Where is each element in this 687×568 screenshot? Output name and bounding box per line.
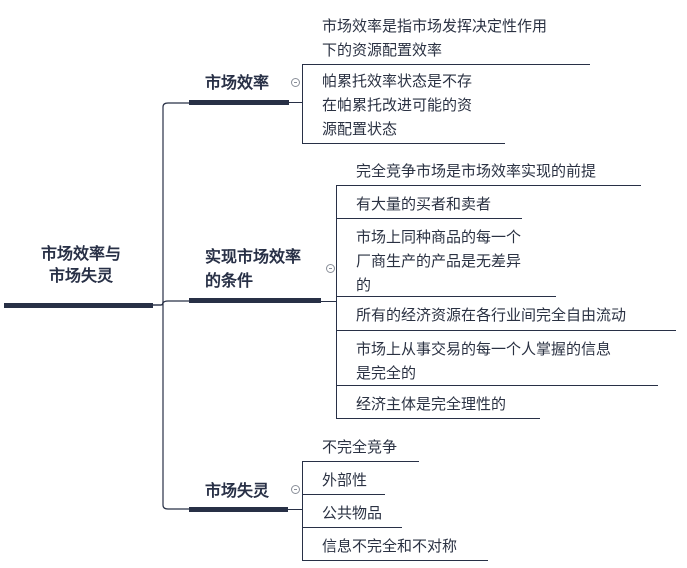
connector-root-to-branch-3 bbox=[162, 303, 190, 510]
branch-1-leaf-1[interactable]: 市场效率是指市场发挥决定性作用 下的资源配置效率 bbox=[322, 14, 547, 62]
branch-2-title-line2: 的条件 bbox=[205, 271, 254, 290]
connector-root-to-branch-1 bbox=[153, 102, 190, 306]
leaf-text-line: 厂商生产的产品是无差异 bbox=[356, 252, 522, 270]
leaf-text-line: 帕累托效率状态是不存 bbox=[322, 72, 473, 90]
leaf-text-line: 市场效率是指市场发挥决定性作用 bbox=[322, 17, 548, 35]
branch-2-leaf-2-underline bbox=[336, 218, 522, 219]
branch-2-vertical bbox=[336, 185, 337, 419]
leaf-text-line: 的 bbox=[356, 276, 372, 294]
branch-2-leaf-4-underline bbox=[336, 330, 676, 331]
branch-3-leaf-1-underline bbox=[302, 461, 419, 462]
root-connectors bbox=[153, 102, 190, 510]
leaf-text-line: 市场上同种商品的每一个 bbox=[356, 228, 522, 246]
branch-1-leaf-1-underline bbox=[302, 64, 590, 65]
branch-1-vertical bbox=[302, 64, 303, 143]
branch-2-leaf-4[interactable]: 所有的经济资源在各行业间完全自由流动 bbox=[356, 306, 627, 324]
branch-2-leaf-6-underline bbox=[336, 418, 540, 419]
branch-1-title[interactable]: 市场效率 bbox=[205, 73, 270, 92]
root-title-line2: 市场失灵 bbox=[48, 266, 113, 285]
branch-2-leaf-3[interactable]: 市场上同种商品的每一个 厂商生产的产品是无差异 的 bbox=[356, 225, 521, 297]
branch-1-leaf-2[interactable]: 帕累托效率状态是不存 在帕累托改进可能的资 源配置状态 bbox=[322, 69, 472, 141]
branch-2-leaf-2[interactable]: 有大量的买者和卖者 bbox=[356, 195, 492, 213]
branch-2-underline bbox=[189, 298, 321, 303]
branch-2-leaf-5-underline bbox=[336, 385, 658, 386]
root-node[interactable]: 市场效率与 市场失灵 bbox=[6, 240, 156, 310]
branch-3-stub bbox=[288, 509, 302, 510]
branch-3-leaf-3[interactable]: 公共物品 bbox=[322, 504, 383, 522]
branch-2-title[interactable]: 实现市场效率 的条件 bbox=[205, 245, 301, 293]
branch-1-underline bbox=[189, 100, 289, 105]
leaf-text-line: 下的资源配置效率 bbox=[322, 41, 443, 59]
branch-2-leaf-1[interactable]: 完全竞争市场是市场效率实现的前提 bbox=[356, 162, 597, 180]
branch-2-leaf-3-underline bbox=[336, 296, 556, 297]
leaf-text-line: 市场上从事交易的每一个人掌握的信息 bbox=[356, 340, 612, 358]
branch-1-stub bbox=[289, 102, 303, 103]
branch-3-underline bbox=[189, 507, 288, 512]
collapse-minus-icon[interactable] bbox=[291, 78, 300, 87]
root-underline bbox=[4, 303, 153, 308]
branch-3-leaf-4-underline bbox=[302, 560, 488, 561]
branch-3-title[interactable]: 市场失灵 bbox=[205, 481, 270, 500]
branch-3-vertical bbox=[302, 461, 303, 561]
connector-root-to-branch-2 bbox=[153, 300, 190, 306]
collapse-minus-icon[interactable] bbox=[326, 264, 335, 273]
branch-2-leaf-5[interactable]: 市场上从事交易的每一个人掌握的信息 是完全的 bbox=[356, 337, 611, 385]
branch-3-leaf-2[interactable]: 外部性 bbox=[322, 471, 368, 489]
branch-2-leaf-6[interactable]: 经济主体是完全理性的 bbox=[356, 395, 507, 413]
leaf-text-line: 是完全的 bbox=[356, 364, 417, 382]
branch-3-leaf-2-underline bbox=[302, 494, 385, 495]
branch-2-stub bbox=[321, 301, 336, 302]
leaf-text-line: 在帕累托改进可能的资 bbox=[322, 96, 473, 114]
branch-3-leaf-3-underline bbox=[302, 527, 402, 528]
branch-1-leaf-2-underline bbox=[302, 143, 505, 144]
branch-3-leaf-1[interactable]: 不完全竞争 bbox=[322, 438, 398, 456]
branch-2-leaf-1-underline bbox=[336, 185, 641, 186]
branch-2-title-line1: 实现市场效率 bbox=[205, 247, 302, 266]
branch-3-leaf-4[interactable]: 信息不完全和不对称 bbox=[322, 537, 458, 555]
leaf-text-line: 源配置状态 bbox=[322, 120, 398, 138]
root-title-line1: 市场效率与 bbox=[40, 244, 121, 263]
collapse-minus-icon[interactable] bbox=[291, 485, 300, 494]
